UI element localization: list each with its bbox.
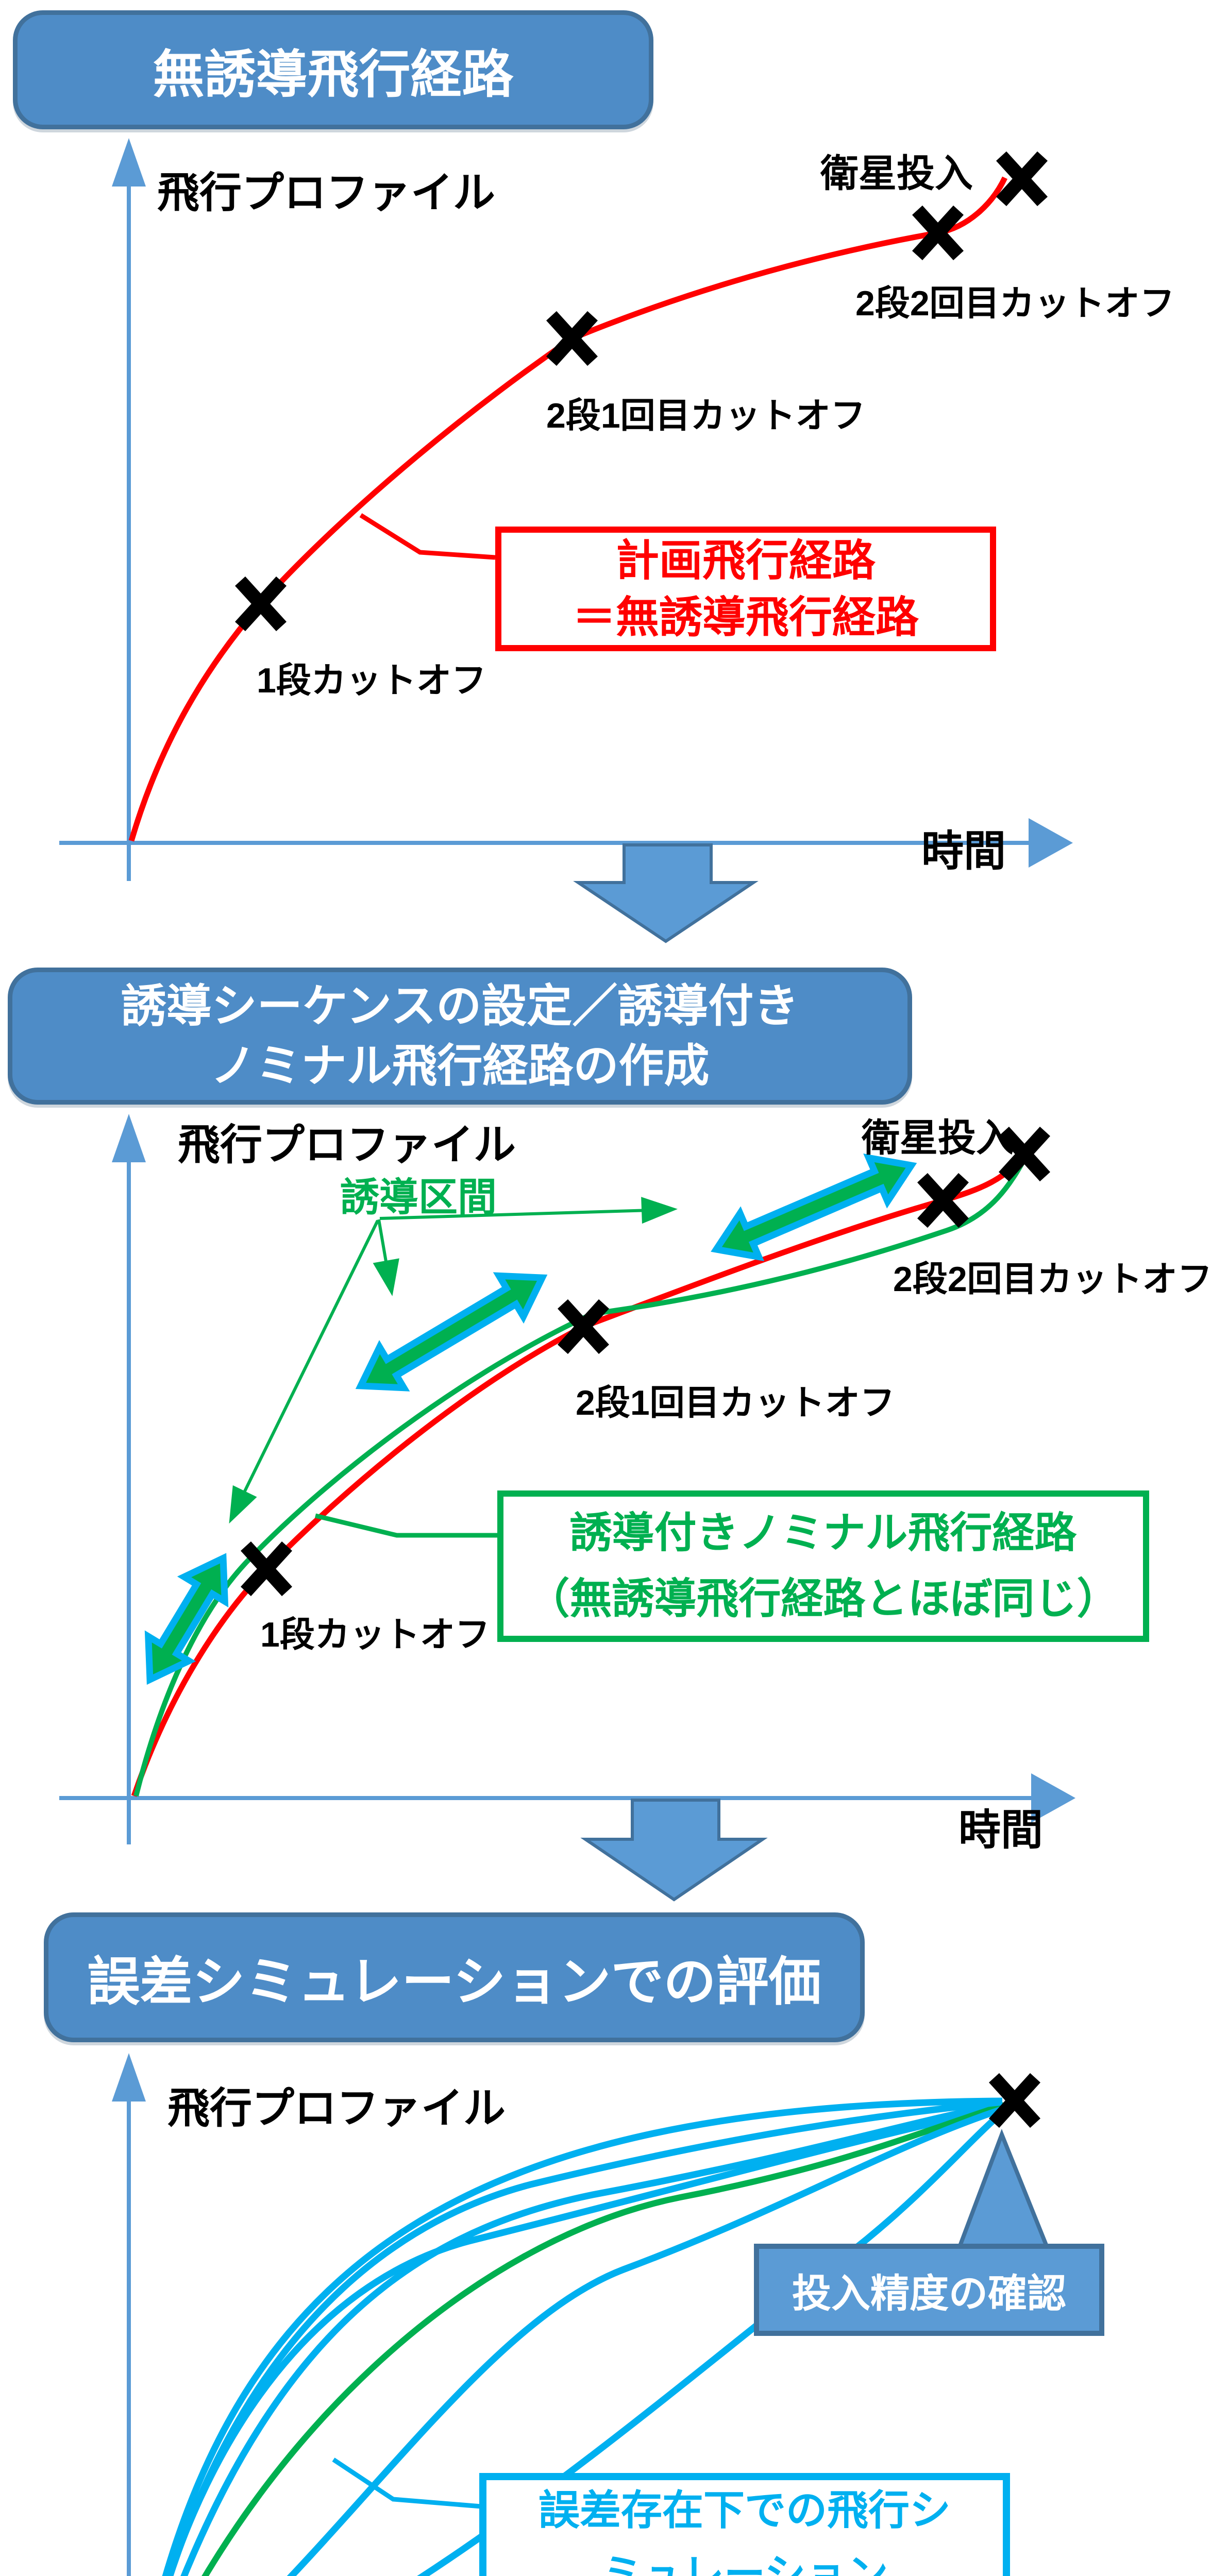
chart2-y-axis-arrow-icon <box>112 1114 146 1162</box>
simulation-note-line1: 誤差存在下での飛行シ <box>539 2487 951 2533</box>
simulation-trajectory-curves <box>162 2097 1005 2576</box>
chart1-y-axis-arrow-icon <box>112 138 146 187</box>
x-marker-stage2-cut1-1 <box>546 311 598 366</box>
chart1-stage2-cut2-label: 2段2回目カットオフ <box>855 284 1175 323</box>
chart3-axes <box>112 2053 146 2576</box>
flow-down-arrow-1-icon <box>573 843 759 943</box>
panel2-title-box: 誘導シーケンスの設定／誘導付き ノミナル飛行経路の作成 <box>8 968 912 1105</box>
chart1-x-axis-arrow-icon <box>1029 818 1073 868</box>
panel1-title: 無誘導飛行経路 <box>153 46 514 104</box>
nominal-path-note-line1: 誘導付きノミナル飛行経路 <box>569 1510 1077 1556</box>
x-marker-stage2-cut2-2 <box>917 1173 969 1228</box>
nominal-path-curve-2 <box>133 1156 1028 1797</box>
insertion-accuracy-text: 投入精度の確認 <box>792 2272 1066 2316</box>
panel2-title-line1: 誘導シーケンスの設定／誘導付き <box>121 980 799 1031</box>
nominal-box-leader-line <box>314 1513 498 1538</box>
x-marker-stage2-cut2-1 <box>912 205 964 261</box>
chart1-satellite-insertion-label: 衛星投入 <box>820 152 973 195</box>
guidance-segment-arrow-1 <box>144 1553 229 1685</box>
panel2-title-line2: ノミナル飛行経路の作成 <box>210 1040 710 1091</box>
chart2-satellite-insertion-label: 衛星投入 <box>862 1116 1014 1159</box>
simulation-box-leader-line <box>332 2458 482 2509</box>
chart2-stage2-cut1-label: 2段1回目カットオフ <box>576 1383 895 1422</box>
chart1-axes <box>59 138 1073 881</box>
flow-down-arrow-2-icon <box>580 1799 768 1902</box>
planned-path-curve-2 <box>131 1153 1027 1797</box>
planned-path-curve-1 <box>128 176 1007 842</box>
panel3-title-box: 誤差シミュレーションでの評価 <box>44 1912 865 2042</box>
chart1-y-axis-label: 飛行プロファイル <box>157 170 496 216</box>
x-marker-satellite-1 <box>996 151 1048 207</box>
nominal-path-curve-3 <box>201 2102 1005 2576</box>
panel1-title-box: 無誘導飛行経路 <box>13 10 653 129</box>
chart2-y-axis-label: 飛行プロファイル <box>178 1122 516 1168</box>
insertion-accuracy-callout: 投入精度の確認 <box>754 2244 1104 2336</box>
x-marker-stage1-cutoff-2 <box>241 1541 292 1597</box>
chart2-stage1-cut-label: 1段カットオフ <box>260 1615 490 1654</box>
x-marker-satellite-2 <box>999 1126 1050 1182</box>
chart2-x-axis-label: 時間 <box>958 1807 1044 1854</box>
simulation-note-line2: ミュレーション <box>601 2551 888 2576</box>
planned-path-note-line2: ＝無誘導飛行経路 <box>572 593 919 641</box>
chart2-stage2-cut2-label: 2段2回目カットオフ <box>893 1260 1211 1299</box>
guidance-leader-lines <box>229 1197 678 1524</box>
panel3-title: 誤差シミュレーションでの評価 <box>87 1952 821 2011</box>
chart1-x-axis-label: 時間 <box>921 828 1006 875</box>
guidance-segment-arrow-2 <box>355 1272 548 1392</box>
chart1-stage1-cut-label: 1段カットオフ <box>257 661 486 700</box>
x-marker-stage2-cut1-2 <box>558 1299 609 1354</box>
chart2-guidance-section-label: 誘導区間 <box>340 1176 497 1219</box>
chart1-stage2-cut1-label: 2段1回目カットオフ <box>546 396 866 435</box>
chart3-y-axis-label: 飛行プロファイル <box>167 2085 506 2132</box>
callout-pointer-icon <box>954 2128 1052 2255</box>
planned-path-leader-line <box>359 513 496 560</box>
chart2-axes <box>59 1114 1075 1844</box>
chart3-y-axis-arrow-icon <box>112 2053 146 2102</box>
nominal-path-note-line2: （無誘導飛行経路とほぼ同じ） <box>527 1575 1119 1622</box>
planned-path-note-line1: 計画飛行経路 <box>615 536 876 585</box>
chart2-x-axis-arrow-icon <box>1031 1773 1075 1823</box>
x-marker-stage1-cutoff-1 <box>235 576 287 632</box>
nominal-path-note-box: 誘導付きノミナル飛行経路 （無誘導飛行経路とほぼ同じ） <box>497 1490 1149 1642</box>
simulation-note-box: 誤差存在下での飛行シ ミュレーション <box>479 2473 1010 2576</box>
guidance-segment-arrow-3 <box>711 1153 917 1262</box>
planned-path-note-box: 計画飛行経路 ＝無誘導飛行経路 <box>495 527 996 651</box>
x-marker-insertion-3 <box>989 2073 1040 2128</box>
